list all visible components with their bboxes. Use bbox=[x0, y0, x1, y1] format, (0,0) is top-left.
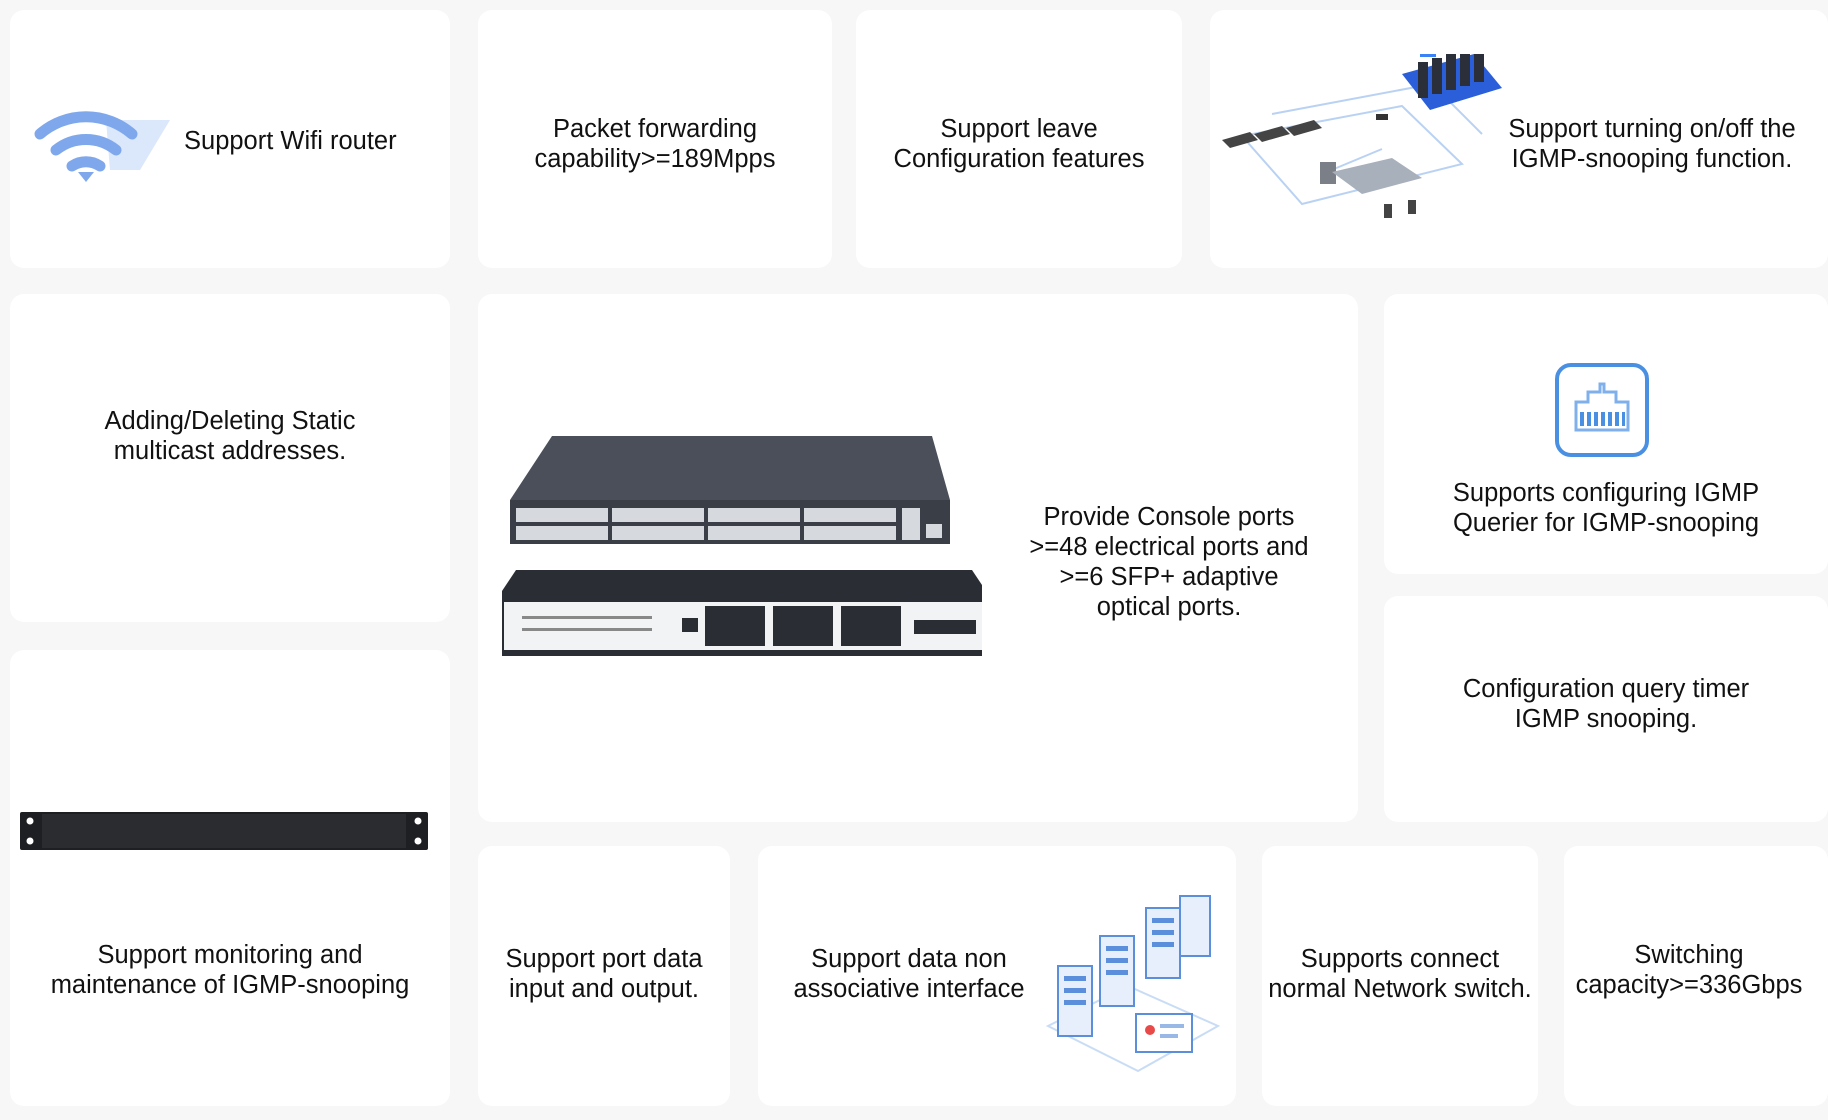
rack-blank-panel bbox=[20, 812, 428, 850]
feature-text-wifi: Support Wifi router bbox=[184, 127, 397, 155]
wifi-icon bbox=[34, 111, 170, 182]
feature-text-switch-ports: Provide Console ports>=48 electrical por… bbox=[1029, 503, 1309, 621]
network-switch-photo bbox=[502, 436, 982, 656]
feature-card-switch-ports: Provide Console ports>=48 electrical por… bbox=[478, 294, 1358, 822]
network-topology-illustration bbox=[1222, 54, 1502, 218]
feature-card-wifi: Support Wifi router bbox=[10, 10, 450, 268]
server-isometric-illustration bbox=[1045, 895, 1221, 1073]
ethernet-port-icon bbox=[1555, 363, 1649, 457]
